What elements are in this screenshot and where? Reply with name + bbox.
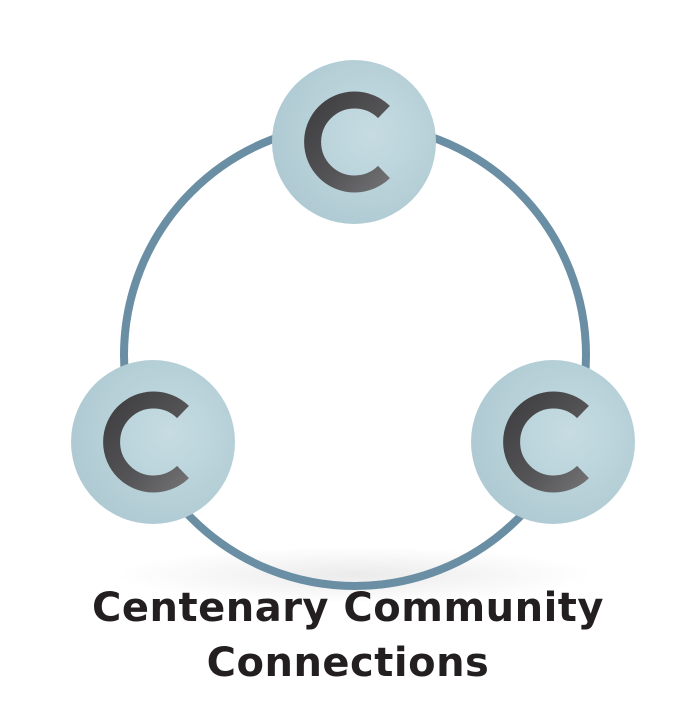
title-line-1: Centenary Community (92, 585, 604, 631)
title-line-2: Connections (206, 640, 490, 686)
node-right (471, 360, 635, 524)
node-left (71, 360, 235, 524)
shadow (115, 547, 595, 603)
node-top (272, 60, 436, 224)
